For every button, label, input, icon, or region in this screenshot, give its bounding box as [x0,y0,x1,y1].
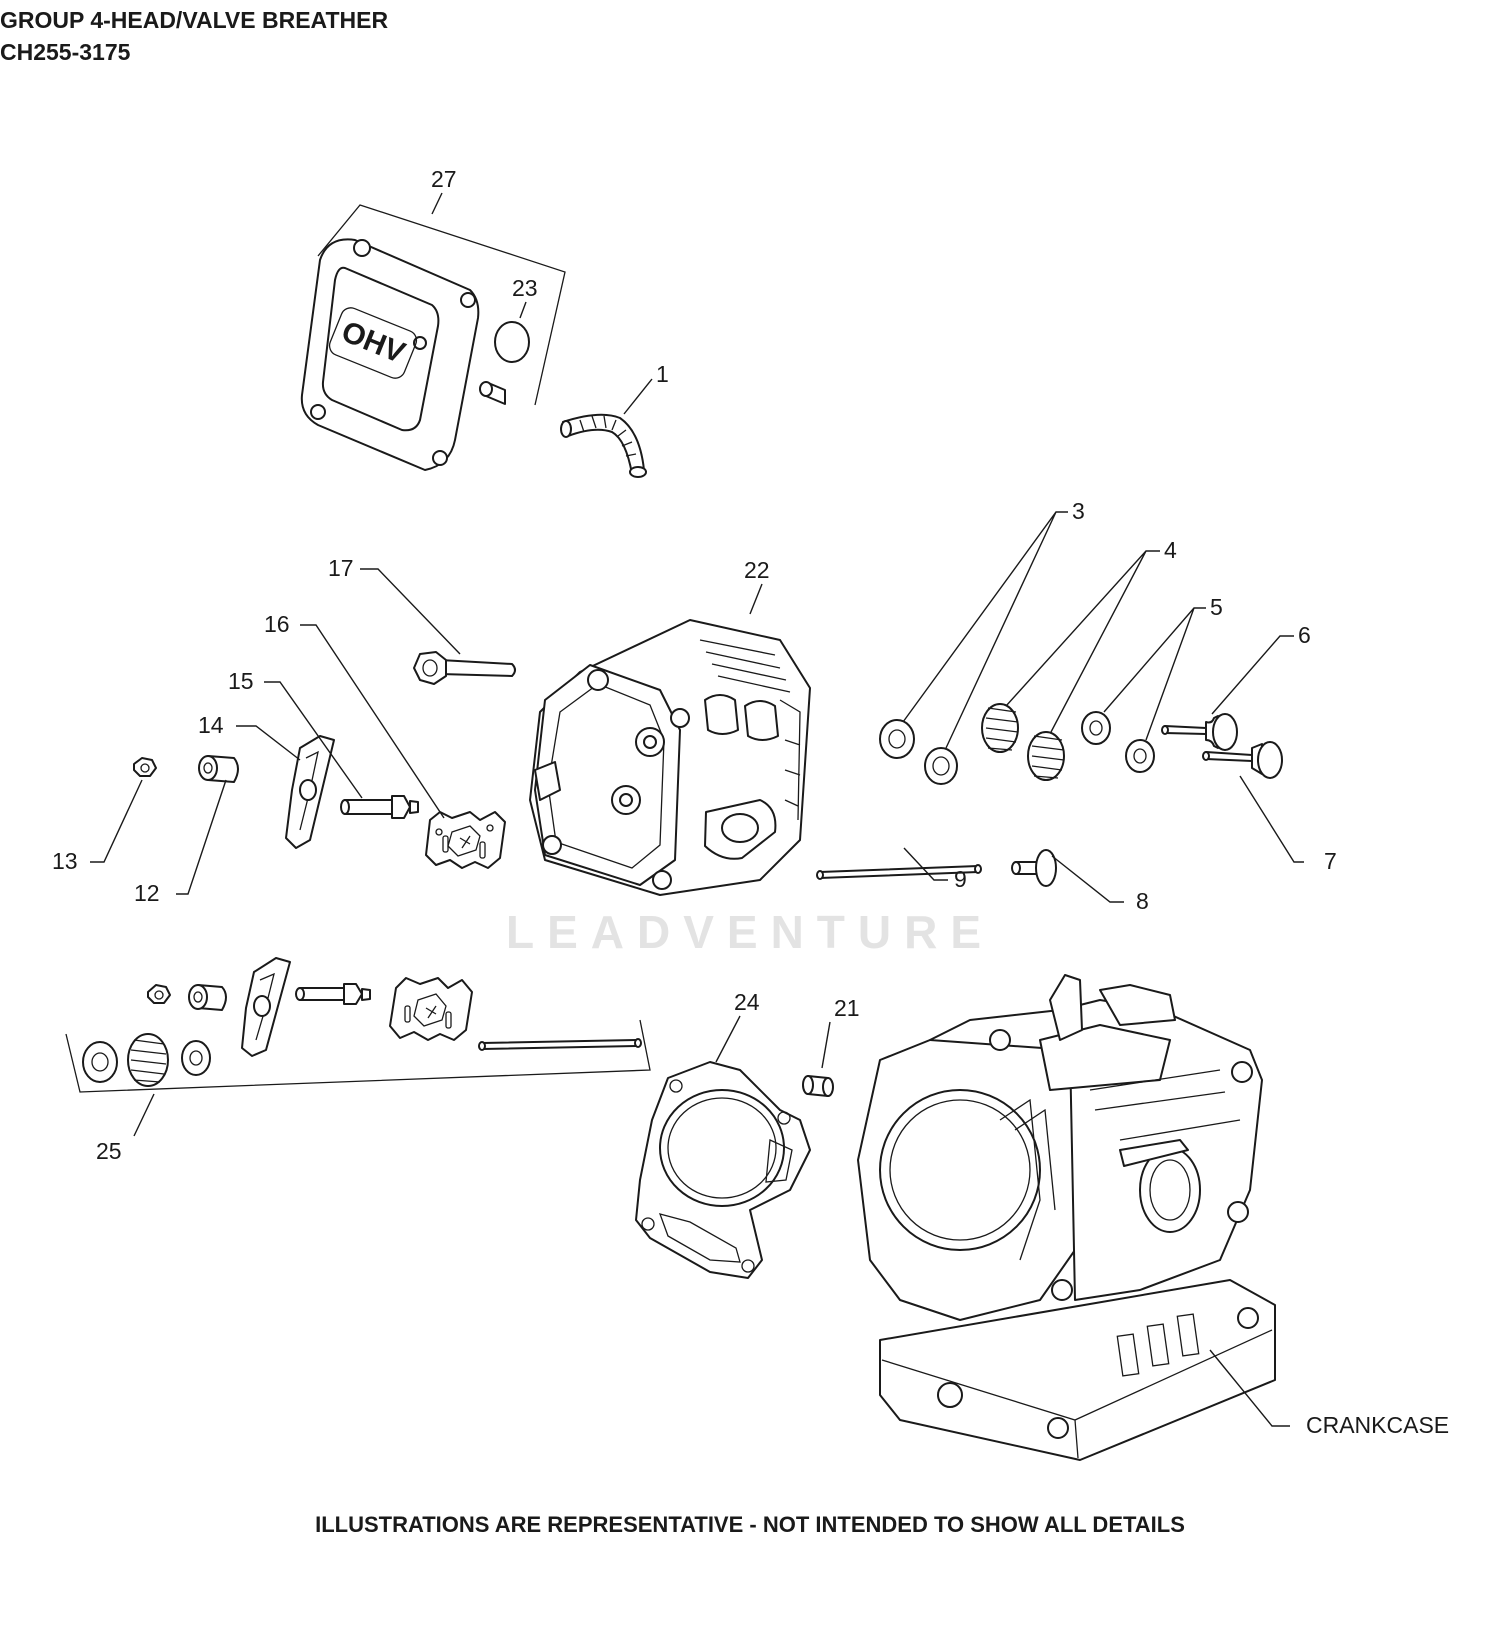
callout-23: 23 [512,275,538,301]
disclaimer-footer: ILLUSTRATIONS ARE REPRESENTATIVE - NOT I… [315,1512,1185,1537]
callout-25: 25 [96,1138,122,1164]
page-title: GROUP 4-HEAD/VALVE BREATHER [0,7,389,33]
rocker-arm-part-14 [285,735,335,849]
callout-6: 6 [1298,622,1311,648]
kit-27-outline [317,204,566,406]
callout-7: 7 [1324,848,1337,874]
watermark: LEADVENTURE [505,906,995,958]
callout-13: 13 [52,848,78,874]
callout-14: 14 [198,712,224,738]
nipple-part [479,381,506,405]
callout-3: 3 [1072,498,1085,524]
dowel-pin-part-21 [802,1075,834,1097]
kit-25-outline [65,1019,651,1093]
callout-27: 27 [431,166,457,192]
callout-21: 21 [834,995,860,1021]
breather-hose-part-1 [560,413,647,478]
head-bolt-part-17 [413,651,516,685]
callout-22: 22 [744,557,770,583]
callout-1: 1 [656,361,669,387]
callout-9: 9 [954,866,967,892]
adjusting-nut-part-13 [133,757,157,777]
callout-15: 15 [228,668,254,694]
rocker-pivot-part-12 [198,755,239,783]
spring-cap-part-3 [879,719,958,785]
cylinder-head-part-22 [529,619,811,896]
callout-17: 17 [328,555,354,581]
callout-crankcase: CRANKCASE [1306,1412,1449,1438]
callout-8: 8 [1136,888,1149,914]
model-number: CH255-3175 [0,39,131,65]
callout-5: 5 [1210,594,1223,620]
rocker-stud-part-15 [340,795,419,819]
valve-spring-part-4 [981,703,1065,781]
callout-12: 12 [134,880,160,906]
intake-valve-part-6 [1161,713,1238,751]
push-rod-part-9 [816,864,982,880]
kit-25-contents [82,957,642,1087]
guide-plate-part-16 [425,811,506,869]
callout-4: 4 [1164,537,1177,563]
plug-part-23 [494,321,530,363]
head-gasket-part-24 [635,1061,811,1279]
valve-cover-part: OHV [300,238,480,471]
callout-24: 24 [734,989,760,1015]
callout-labels: 27 23 1 3 4 5 6 7 8 9 12 13 14 15 16 17 … [52,166,1449,1438]
callout-16: 16 [264,611,290,637]
leader-lines [90,192,1304,1427]
crankcase-part [857,974,1276,1461]
valve-tappet-part-8 [1011,849,1057,887]
valve-retainer-part-5 [1081,711,1155,773]
exhaust-valve-part-7 [1202,741,1283,779]
